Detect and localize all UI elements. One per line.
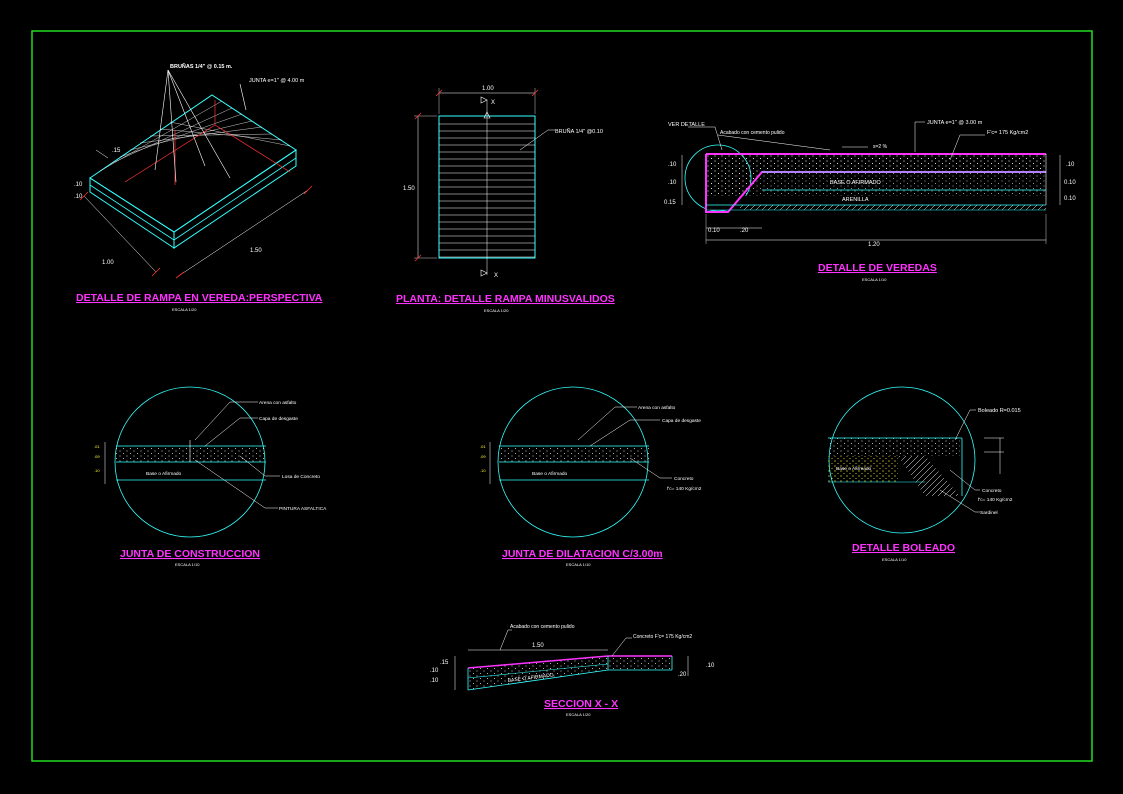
dilatacion-title: JUNTA DE DILATACION C/3.00m [502,548,663,560]
veredas-title: DETALLE DE VEREDAS [818,262,937,274]
veredas-base: BASE O AFIRMADO [830,180,881,186]
construccion-detail: Arena con asfalto Capa de desgaste Losa … [94,386,327,567]
planta-bruna-label: BRUÑA 1/4" @0.10 [555,128,603,135]
boleado-base: Base o Afirmado [836,466,872,472]
planta-dim-top: 1.00 [482,86,494,92]
dilatacion-concreto: Concreto [674,476,694,482]
boleado-fc: f'c= 140 Kg/cm2 [978,497,1013,503]
seccion-dim-r10: .10 [706,663,715,669]
boleado-title: DETALLE BOLEADO [852,542,955,554]
planta-detail: 1.00 1.50 BRUÑA 1/4" @0.10 X X PLANTA: D… [396,86,615,313]
perspective-detail: BRUÑAS 1/4" @ 0.15 m. JUNTA e=1" @ 4.00 … [74,63,323,312]
veredas-scale: ESCALA 1/10 [862,277,887,282]
veredas-detail: VER DETALLE Acabado con cemento pulido J… [664,120,1076,282]
boleado-detail: Boleado R=0.015 Base o Afirmado Concreto… [828,386,1021,562]
veredas-dim-r10c: 0.10 [1064,196,1076,202]
veredas-pendiente: s=2 % [873,144,888,150]
planta-title: PLANTA: DETALLE RAMPA MINUSVALIDOS [396,293,615,305]
seccion-scale: ESCALA 1/20 [566,712,591,717]
construccion-dim-c: .10 [94,468,100,473]
construccion-losa: Losa de Concreto [282,474,320,480]
planta-scale: ESCALA 1/20 [484,308,509,313]
dilatacion-detail: Arena con asfalto Capa de desgaste Concr… [480,386,702,567]
construccion-dim-b: .09 [94,454,100,459]
boleado-sardinel: Sardinel [980,510,998,516]
dilatacion-capa: Capa de desgaste [662,418,701,424]
construccion-scale: ESCALA 1/10 [175,562,200,567]
construccion-dim-a: .01 [94,444,100,449]
dilatacion-base: Base o Afirmado [532,471,568,477]
veredas-dim-r10: .10 [1066,162,1075,168]
veredas-dim-b10: 0.10 [708,228,720,234]
construccion-capa: Capa de desgaste [259,416,298,422]
perspective-dim-10b: .10 [74,194,83,200]
veredas-junta: JUNTA e=1" @ 3.00 m [927,120,983,126]
dilatacion-scale: ESCALA 1/10 [566,562,591,567]
perspective-dim-100: 1.00 [102,260,114,266]
seccion-dim-l10b: .10 [430,678,439,684]
veredas-arenilla: ARENILLA [842,197,869,203]
dilatacion-fc: f'c= 140 Kg/cm2 [667,486,702,492]
seccion-concreto: Concreto F'c= 175 Kg/cm2 [633,634,692,640]
dilatacion-dim-c: .10 [480,468,486,473]
veredas-ver-detalle: VER DETALLE [668,122,705,128]
veredas-dim-b20: .20 [740,228,749,234]
perspective-dim-10a: .10 [74,182,83,188]
seccion-acabado: Acabado con cemento pulido [510,624,575,630]
veredas-acabado: Acabado con cemento pulido [720,130,785,136]
construccion-arena: Arena con asfalto [259,400,297,406]
planta-x-bottom: X [494,273,498,279]
seccion-base: BASE O AFIRMADO [508,672,555,684]
drawing-border [31,30,1093,762]
seccion-dim-r20: .20 [678,672,687,678]
dilatacion-arena: Arena con asfalto [638,405,676,411]
seccion-title: SECCION X - X [544,698,618,710]
perspective-title: DETALLE DE RAMPA EN VEREDA:PERSPECTIVA [76,292,323,304]
veredas-dim-l10a: .10 [668,162,677,168]
seccion-detail: Acabado con cemento pulido Concreto F'c=… [430,624,715,717]
perspective-dim-15: .15 [112,148,121,154]
veredas-fc: F'c= 175 Kg/cm2 [987,130,1028,136]
seccion-dim-l15: .15 [440,660,449,666]
construccion-base: Base o Afirmado [146,471,182,477]
construccion-title: JUNTA DE CONSTRUCCION [120,548,260,560]
boleado-label: Boleado R=0.015 [978,408,1021,414]
seccion-dim-l10a: .10 [430,668,439,674]
construccion-pintura: PINTURA ASFALTICA [279,506,327,512]
boleado-scale: ESCALA 1/10 [882,557,907,562]
veredas-dim-r10b: 0.10 [1064,180,1076,186]
veredas-dim-l15: 0.15 [664,200,676,206]
boleado-concreto: Concreto [982,488,1002,494]
perspective-dim-150: 1.50 [250,248,262,254]
perspective-scale: ESCALA 1/20 [172,307,197,312]
dilatacion-dim-b: .09 [480,454,486,459]
veredas-dim-l10b: .10 [668,180,677,186]
planta-x-top: X [491,100,495,106]
seccion-dim-top: 1.50 [532,643,544,649]
perspective-junta-label: JUNTA e=1" @ 4.00 m [249,78,305,84]
dilatacion-dim-a: .01 [480,444,486,449]
veredas-dim-total: 1.20 [868,242,880,248]
planta-dim-side: 1.50 [403,186,415,192]
perspective-brunas-label: BRUÑAS 1/4" @ 0.15 m. [170,63,233,70]
